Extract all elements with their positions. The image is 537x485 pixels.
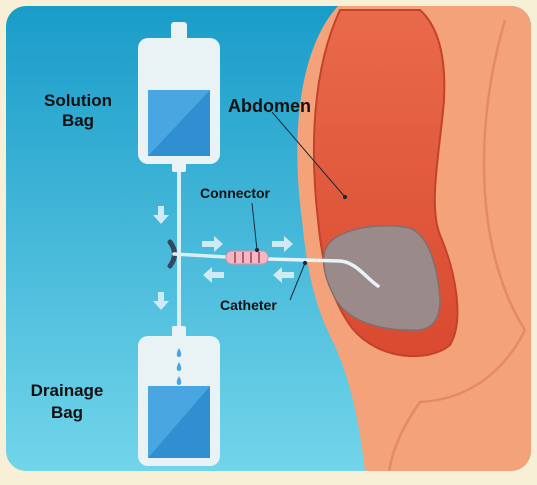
- drainage-bag-label-line2: Bag: [51, 403, 83, 422]
- drainage-bag: [138, 326, 220, 466]
- drainage-bag-label-line1: Drainage: [31, 381, 104, 400]
- solution-bag: [138, 22, 220, 172]
- solution-bag-label-line2: Bag: [62, 111, 94, 130]
- droplet-icon: [177, 348, 182, 385]
- catheter-label: Catheter: [220, 297, 277, 313]
- solution-bag-label-line1: Solution: [44, 91, 112, 110]
- connector-icon: [226, 251, 268, 264]
- connector-label: Connector: [200, 185, 271, 201]
- abdomen-label: Abdomen: [228, 96, 311, 116]
